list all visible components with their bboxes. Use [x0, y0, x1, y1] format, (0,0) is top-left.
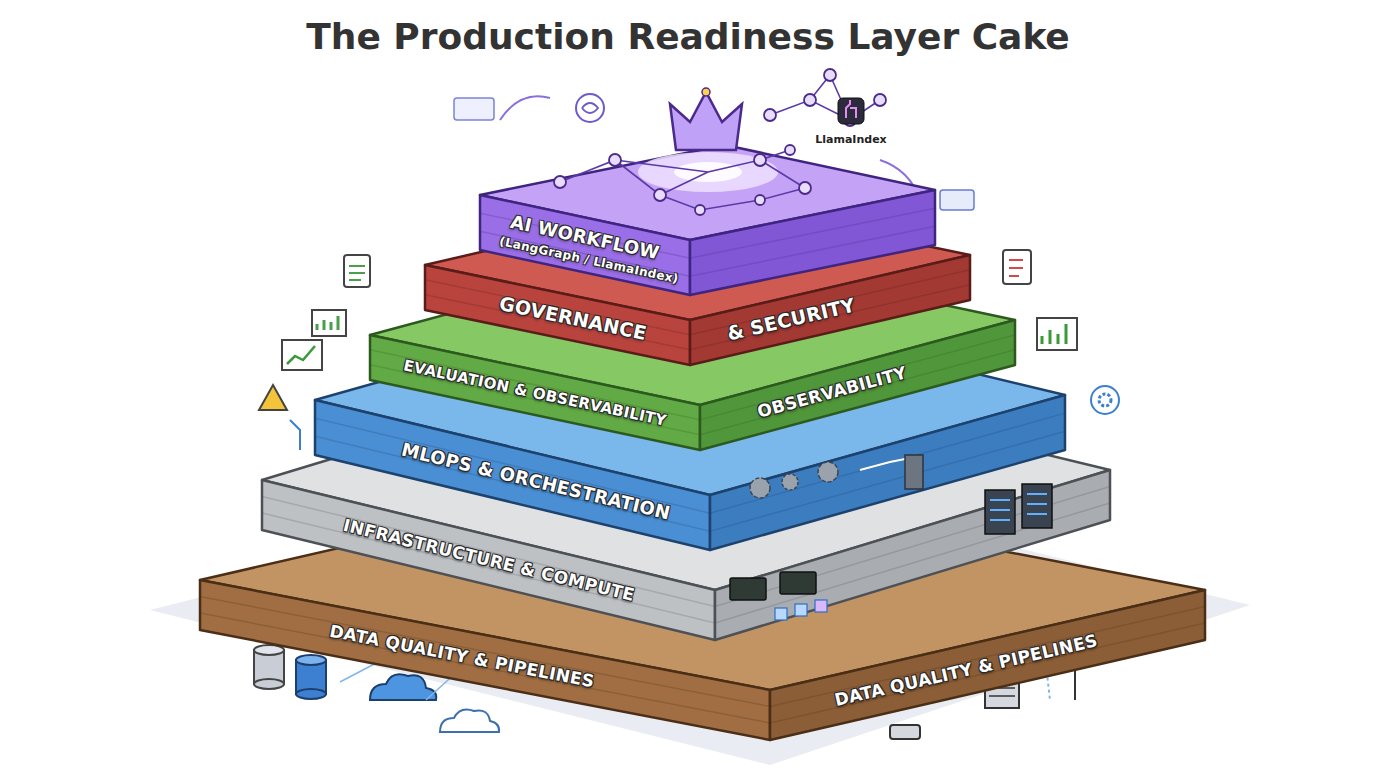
- graph-node: [764, 109, 776, 121]
- langgraph-icon: [576, 94, 604, 122]
- cloud-icon: [370, 674, 436, 700]
- gear-badge: [1091, 386, 1119, 414]
- slab-left-face: [200, 580, 770, 740]
- llamaindex-logo: [838, 98, 864, 124]
- document-icon: [1003, 250, 1031, 284]
- slab-right-face: [770, 590, 1205, 740]
- router-icon: [890, 725, 920, 739]
- clipboard-icon: [344, 255, 370, 287]
- diagram-title: The Production Readiness Layer Cake: [0, 16, 1376, 57]
- graph-node: [785, 145, 795, 155]
- graph-link: [770, 75, 880, 120]
- message-card: [454, 98, 494, 120]
- crown-icon: [670, 92, 742, 150]
- checklist-lines: [349, 266, 365, 280]
- warning-icon: [259, 385, 287, 410]
- chart-card: [312, 310, 346, 336]
- flow-arrow: [500, 96, 550, 120]
- layer-slab: AI WORKFLOW(LangGraph / LlamaIndex): [476, 141, 939, 299]
- message-card: [940, 190, 974, 210]
- slab-texture: [200, 613, 1205, 723]
- database-top: [296, 655, 326, 665]
- flow-arrow: [290, 420, 300, 450]
- database-bottom: [296, 689, 326, 699]
- bar-chart: [1042, 324, 1066, 344]
- cloud-icon: [440, 710, 499, 732]
- logo-label: LlamaIndex: [815, 133, 886, 146]
- chart-card: [282, 340, 322, 370]
- database-bottom: [254, 679, 284, 689]
- chart-card: [1037, 318, 1077, 350]
- graph-node: [804, 94, 816, 106]
- graph-node: [844, 114, 856, 126]
- line-chart: [287, 346, 315, 364]
- graph-node: [874, 94, 886, 106]
- document-lines: [1009, 260, 1023, 276]
- gear-icon: [1099, 394, 1111, 406]
- langgraph-mark: [582, 103, 598, 113]
- crown-jewel: [702, 88, 710, 96]
- graph-node: [824, 69, 836, 81]
- bar-chart: [317, 316, 338, 330]
- llama-glyph: [846, 100, 856, 118]
- graph-node: [609, 154, 621, 166]
